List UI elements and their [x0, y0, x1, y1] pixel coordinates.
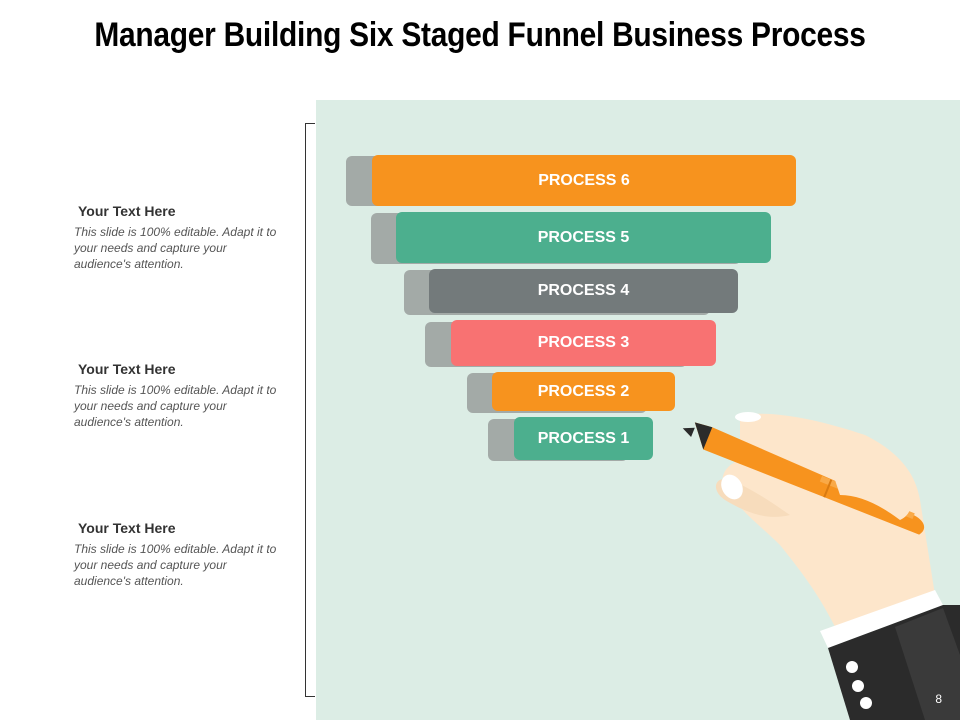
funnel-stage-process-1: PROCESS 1: [514, 417, 653, 460]
page-number: 8: [935, 692, 942, 706]
text-block-heading: Your Text Here: [78, 203, 176, 219]
funnel-stage-process-6: PROCESS 6: [372, 155, 796, 206]
text-block-3: Your Text Here This slide is 100% editab…: [74, 520, 284, 589]
hand-holding-pen-icon: [682, 412, 960, 720]
slide-title: Manager Building Six Staged Funnel Busin…: [94, 16, 866, 54]
funnel-stage-process-3: PROCESS 3: [451, 320, 716, 366]
funnel-stage-label: PROCESS 2: [537, 382, 630, 400]
funnel-stage-process-5: PROCESS 5: [396, 212, 771, 263]
text-block-body: This slide is 100% editable. Adapt it to…: [74, 225, 277, 271]
funnel-stage-label: PROCESS 6: [538, 171, 630, 189]
funnel-stage-label: PROCESS 1: [537, 429, 630, 447]
text-block-body: This slide is 100% editable. Adapt it to…: [74, 542, 277, 588]
funnel-stage-process-4: PROCESS 4: [429, 269, 738, 313]
funnel-stage-label: PROCESS 4: [537, 282, 630, 299]
funnel-stage-label: PROCESS 5: [537, 228, 630, 246]
funnel-stage-label: PROCESS 3: [537, 334, 630, 351]
text-bracket-line: [305, 123, 315, 697]
text-block-body: This slide is 100% editable. Adapt it to…: [74, 383, 277, 429]
text-block-2: Your Text Here This slide is 100% editab…: [74, 361, 284, 430]
text-block-heading: Your Text Here: [78, 361, 176, 377]
funnel-stage-process-2: PROCESS 2: [492, 372, 675, 411]
text-block-1: Your Text Here This slide is 100% editab…: [74, 203, 284, 272]
text-block-heading: Your Text Here: [78, 520, 176, 536]
